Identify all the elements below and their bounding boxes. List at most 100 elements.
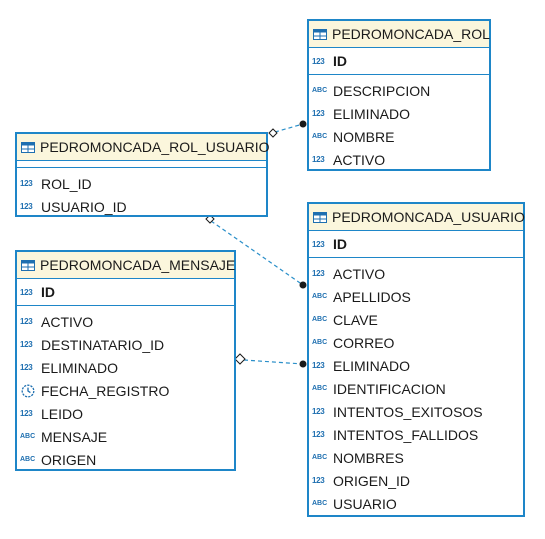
numeric-type-icon: 123 <box>312 476 325 485</box>
column-name: NOMBRE <box>333 128 395 145</box>
link-rol-usuario-to-rol[interactable] <box>274 123 304 133</box>
numeric-type-icon: 123 <box>312 430 325 439</box>
column-name: LEIDO <box>41 405 84 422</box>
numeric-type-icon: 123 <box>20 287 33 297</box>
numeric-type-icon: 123 <box>20 179 33 188</box>
column-row[interactable]: 123 INTENTOS_EXITOSOS <box>309 400 523 423</box>
entity-header[interactable]: PEDROMONCADA_USUARIO <box>309 204 525 231</box>
column-name: INTENTOS_EXITOSOS <box>333 403 483 420</box>
datetime-type-icon <box>21 384 35 397</box>
column-row[interactable]: 123 INTENTOS_FALLIDOS <box>309 423 523 446</box>
text-type-icon: ABC <box>20 456 36 463</box>
entity-title: PEDROMONCADA_ROL <box>332 26 490 42</box>
text-type-icon: ABC <box>312 385 328 392</box>
column-row[interactable]: 123 ROL_ID <box>17 172 266 195</box>
numeric-type-icon: 123 <box>20 202 33 211</box>
column-row[interactable]: ABC USUARIO <box>309 492 523 515</box>
column-name: USUARIO_ID <box>41 198 127 215</box>
column-name: ELIMINADO <box>333 357 411 374</box>
column-row[interactable]: ABC APELLIDOS <box>309 285 523 308</box>
column-name: DESCRIPCION <box>333 82 431 99</box>
diamond-rol-usuario-rol <box>268 128 278 138</box>
endpoint-usuario-1 <box>299 281 307 289</box>
text-type-icon: ABC <box>312 339 328 346</box>
table-icon <box>21 259 35 271</box>
column-row[interactable]: ABC CLAVE <box>309 308 523 331</box>
column-name: CLAVE <box>333 311 378 328</box>
numeric-type-icon: 123 <box>312 155 325 164</box>
column-name: IDENTIFICACION <box>333 380 446 397</box>
pk-row[interactable]: 123 ID <box>309 48 489 75</box>
entity-header[interactable]: PEDROMONCADA_ROL <box>309 21 490 48</box>
pk-name: ID <box>333 53 347 69</box>
numeric-type-icon: 123 <box>312 269 325 278</box>
column-name: ORIGEN_ID <box>333 472 411 489</box>
text-type-icon: ABC <box>312 316 328 323</box>
column-name: MENSAJE <box>41 428 108 445</box>
column-row[interactable]: ABC ORIGEN <box>17 448 234 471</box>
entity-header[interactable]: PEDROMONCADA_ROL_USUARIO <box>17 134 270 161</box>
pk-name: ID <box>333 236 347 252</box>
column-name: ACTIVO <box>41 313 94 330</box>
column-row[interactable]: 123 ELIMINADO <box>309 354 523 377</box>
column-row[interactable]: 123 ELIMINADO <box>309 102 489 125</box>
diamond-mensaje-usuario <box>234 353 246 365</box>
table-icon <box>313 211 327 223</box>
pk-name: ID <box>41 284 55 300</box>
column-name: ELIMINADO <box>333 105 411 122</box>
column-name: APELLIDOS <box>333 288 411 305</box>
column-name: ELIMINADO <box>41 359 119 376</box>
column-row[interactable]: ABC IDENTIFICACION <box>309 377 523 400</box>
column-row[interactable]: 123 ORIGEN_ID <box>309 469 523 492</box>
column-row[interactable]: ABC NOMBRE <box>309 125 489 148</box>
link-mensaje-to-usuario[interactable] <box>243 359 304 365</box>
numeric-type-icon: 123 <box>312 407 325 416</box>
entity-title: PEDROMONCADA_USUARIO <box>332 209 525 225</box>
pk-row[interactable]: 123 ID <box>17 279 234 306</box>
text-type-icon: ABC <box>312 500 328 507</box>
numeric-type-icon: 123 <box>312 56 325 66</box>
numeric-type-icon: 123 <box>312 361 325 370</box>
entity-title: PEDROMONCADA_ROL_USUARIO <box>40 139 270 155</box>
table-icon <box>313 28 327 40</box>
empty-pk-section <box>17 161 266 168</box>
column-name: INTENTOS_FALLIDOS <box>333 426 479 443</box>
column-name: USUARIO <box>333 495 397 512</box>
column-row[interactable]: FECHA_REGISTRO <box>17 379 234 402</box>
column-row[interactable]: 123 USUARIO_ID <box>17 195 266 218</box>
column-row[interactable]: 123 DESTINATARIO_ID <box>17 333 234 356</box>
column-name: ROL_ID <box>41 175 92 192</box>
link-rol-usuario-to-usuario[interactable] <box>210 220 304 286</box>
column-name: FECHA_REGISTRO <box>41 382 170 399</box>
entity-header[interactable]: PEDROMONCADA_MENSAJE <box>17 252 236 279</box>
column-row[interactable]: ABC MENSAJE <box>17 425 234 448</box>
numeric-type-icon: 123 <box>20 340 33 349</box>
entity-title: PEDROMONCADA_MENSAJE <box>40 257 236 273</box>
pk-row[interactable]: 123 ID <box>309 231 523 258</box>
numeric-type-icon: 123 <box>312 239 325 249</box>
text-type-icon: ABC <box>312 293 328 300</box>
text-type-icon: ABC <box>312 133 328 140</box>
column-name: DESTINATARIO_ID <box>41 336 165 353</box>
table-icon <box>21 141 35 153</box>
column-name: ORIGEN <box>41 451 97 468</box>
numeric-type-icon: 123 <box>312 109 325 118</box>
column-row[interactable]: 123 LEIDO <box>17 402 234 425</box>
numeric-type-icon: 123 <box>20 409 33 418</box>
text-type-icon: ABC <box>20 433 36 440</box>
